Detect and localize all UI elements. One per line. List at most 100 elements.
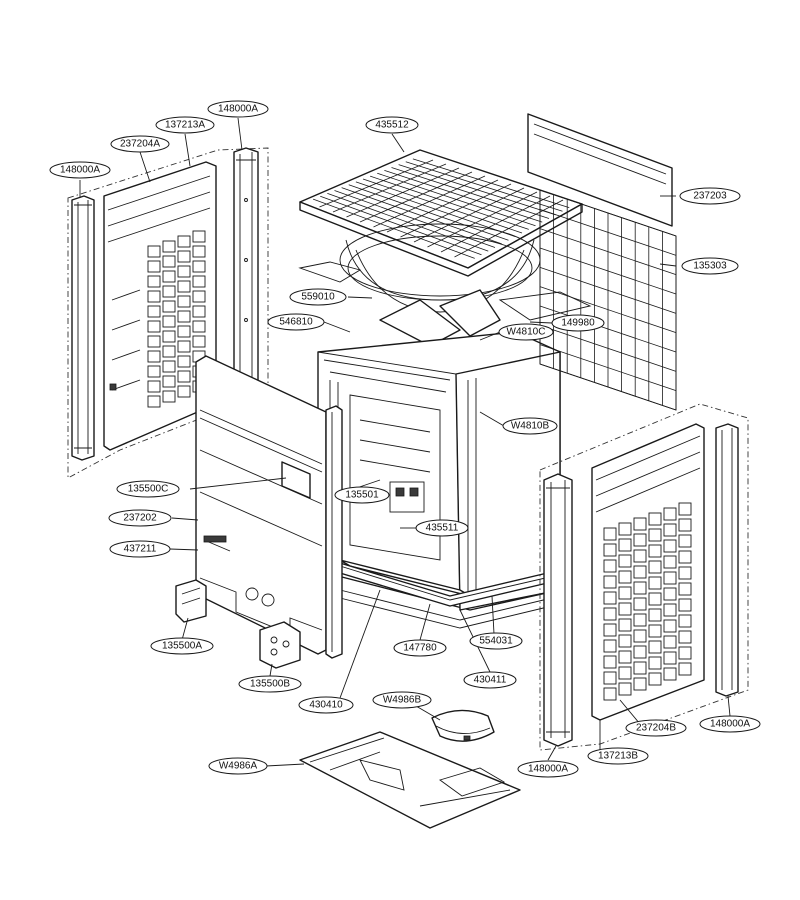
callout-label: 135500B (250, 679, 290, 690)
right-side-panel (591, 423, 705, 721)
callout-label: 135500A (162, 641, 202, 652)
callout-oval (393, 639, 447, 657)
front-post-right (325, 405, 343, 659)
callout-148000a: 148000A (207, 100, 269, 118)
callout-oval (517, 760, 579, 778)
callout-430411: 430411 (463, 671, 517, 689)
callout-w4986b: W4986B (372, 691, 432, 709)
callout-435511: 435511 (415, 519, 469, 537)
callout-237204a: 237204A (110, 135, 170, 153)
callout-oval (116, 480, 180, 498)
callout-148000a: 148000A (517, 760, 579, 778)
callout-oval (150, 637, 214, 655)
callout-oval (109, 540, 171, 558)
callout-w4810b: W4810B (502, 417, 558, 435)
callout-oval (155, 116, 215, 134)
callout-oval (110, 135, 170, 153)
callout-135303: 135303 (681, 257, 739, 275)
callout-oval (365, 116, 419, 134)
callout-oval (463, 671, 517, 689)
callout-label: W4810C (507, 327, 546, 338)
front-left-post (233, 147, 259, 393)
callout-237204b: 237204B (625, 719, 687, 737)
callout-237202: 237202 (108, 509, 172, 527)
callout-149980: 149980 (551, 314, 605, 332)
callout-label: 148000A (710, 719, 750, 730)
front-panel (195, 355, 327, 655)
callout-oval (679, 187, 741, 205)
callout-oval (238, 675, 302, 693)
callout-label: 237204B (636, 723, 676, 734)
callout-label: 137213B (598, 751, 638, 762)
callout-135501: 135501 (334, 486, 390, 504)
main-unit-body (317, 331, 561, 629)
callout-label: 430411 (474, 675, 507, 686)
callout-label: 237204A (120, 139, 160, 150)
top-fan-guard (299, 149, 583, 277)
callout-137213b: 137213B (587, 747, 649, 765)
right-rear-post (715, 423, 739, 697)
callout-label: W4810B (511, 421, 550, 432)
top-fan-guard-grid (312, 158, 570, 259)
callout-135500c: 135500C (116, 480, 180, 498)
callout-oval (681, 257, 739, 275)
callout-437211: 437211 (109, 540, 171, 558)
callout-label: 149980 (561, 318, 595, 329)
service-cover-a (175, 579, 207, 623)
callout-label: 430410 (309, 700, 343, 711)
callout-w4810c: W4810C (498, 323, 554, 341)
callout-label: 554031 (479, 636, 513, 647)
callout-label: 546810 (279, 317, 313, 328)
callout-oval (372, 691, 432, 709)
callout-546810: 546810 (267, 313, 325, 331)
callout-label: 435511 (426, 523, 459, 534)
callout-554031: 554031 (469, 632, 523, 650)
callout-oval (108, 509, 172, 527)
callout-135500b: 135500B (238, 675, 302, 693)
callout-oval (415, 519, 469, 537)
callout-label: 435512 (375, 120, 409, 131)
callout-559010: 559010 (289, 288, 347, 306)
left-corner-post (71, 195, 95, 461)
callout-oval (207, 100, 269, 118)
left-panel-grille (147, 230, 206, 408)
callout-label: 237203 (693, 191, 727, 202)
callout-label: 137213A (165, 120, 205, 131)
callout-oval (289, 288, 347, 306)
callout-oval (208, 757, 268, 775)
callout-label: 147780 (403, 643, 437, 654)
callout-w4986a: W4986A (208, 757, 268, 775)
callout-label: 437211 (124, 544, 157, 555)
callout-label: 135500C (128, 484, 169, 495)
callout-oval (469, 632, 523, 650)
right-panel-grille (603, 502, 692, 701)
right-front-post (543, 473, 573, 747)
callout-oval (699, 715, 761, 733)
callout-oval (587, 747, 649, 765)
callout-135500a: 135500A (150, 637, 214, 655)
callout-oval (334, 486, 390, 504)
fan-assembly (298, 223, 592, 347)
bottom-base-plate (299, 731, 521, 829)
callout-oval (49, 161, 111, 179)
callout-label: W4986B (383, 695, 422, 706)
callout-oval (625, 719, 687, 737)
callout-435512: 435512 (365, 116, 419, 134)
callout-label: 148000A (60, 165, 100, 176)
callout-oval (551, 314, 605, 332)
callout-147780: 147780 (393, 639, 447, 657)
callout-oval (298, 696, 354, 714)
callout-oval (267, 313, 325, 331)
callout-label: 237202 (123, 513, 157, 524)
callout-label: 559010 (301, 292, 335, 303)
callout-137213a: 137213A (155, 116, 215, 134)
callout-430410: 430410 (298, 696, 354, 714)
callout-148000a: 148000A (49, 161, 111, 179)
callout-oval (498, 323, 554, 341)
callout-237203: 237203 (679, 187, 741, 205)
callout-label: 135303 (693, 261, 727, 272)
callout-label: 135501 (345, 490, 379, 501)
callout-label: 148000A (218, 104, 258, 115)
right-group-outline (539, 403, 749, 751)
